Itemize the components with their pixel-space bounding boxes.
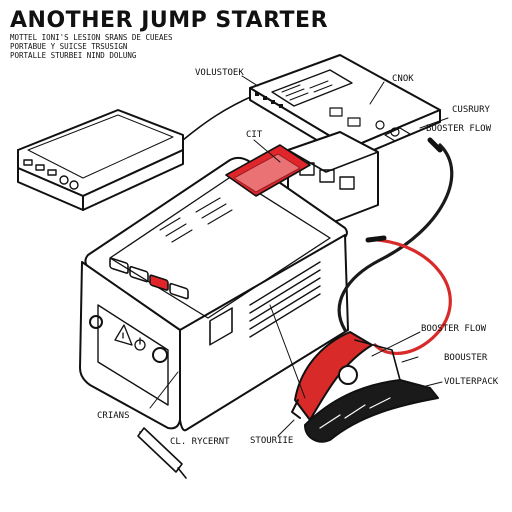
usb-port bbox=[209, 307, 233, 346]
label-rycernt: CL. RYCERNT bbox=[170, 437, 230, 447]
leader-lines bbox=[149, 75, 449, 437]
diagram-title: ANOTHER JUMP STARTER bbox=[10, 8, 329, 33]
label-booster-flow-mid: BOOSTER FLOW bbox=[421, 324, 487, 334]
battery-clamp bbox=[291, 331, 439, 443]
display-panel bbox=[225, 144, 311, 197]
power-button bbox=[149, 274, 169, 291]
label-volterpack: VOLTERPACK bbox=[444, 377, 499, 387]
subtitle-line-3: PORTALLE STURBEI NIND DOLUNG bbox=[10, 51, 137, 60]
subtitle-line-1: MOTTEL IONI'S LESION SRANS DE CUEAES bbox=[10, 33, 173, 42]
diagram-subtitle: MOTTEL IONI'S LESION SRANS DE CUEAES POR… bbox=[10, 33, 173, 60]
label-booster: BOOUSTER bbox=[444, 353, 488, 363]
side-vents bbox=[249, 261, 321, 338]
warning-triangle-icon bbox=[114, 324, 133, 346]
label-crians: CRIANS bbox=[97, 411, 130, 421]
power-icon bbox=[134, 337, 146, 351]
control-buttons bbox=[109, 257, 189, 300]
label-booster-flow-top: BOOSTER FLOW bbox=[426, 124, 492, 134]
label-volustoek: VOLUSTOEK bbox=[195, 68, 244, 78]
cables bbox=[337, 137, 454, 355]
jump-starter-body bbox=[79, 144, 349, 432]
subtitle-line-2: PORTABUE Y SUICSE TRSUSIGN bbox=[10, 42, 128, 51]
test-probe bbox=[137, 427, 187, 479]
label-cit: CIT bbox=[246, 130, 263, 140]
power-bank bbox=[17, 94, 256, 211]
label-cusrury: CUSRURY bbox=[452, 105, 490, 115]
board-terminals bbox=[255, 92, 283, 108]
label-stourie: STOURIIE bbox=[250, 436, 294, 446]
power-bank-ports bbox=[23, 159, 79, 190]
label-cnok: CNOK bbox=[392, 74, 414, 84]
